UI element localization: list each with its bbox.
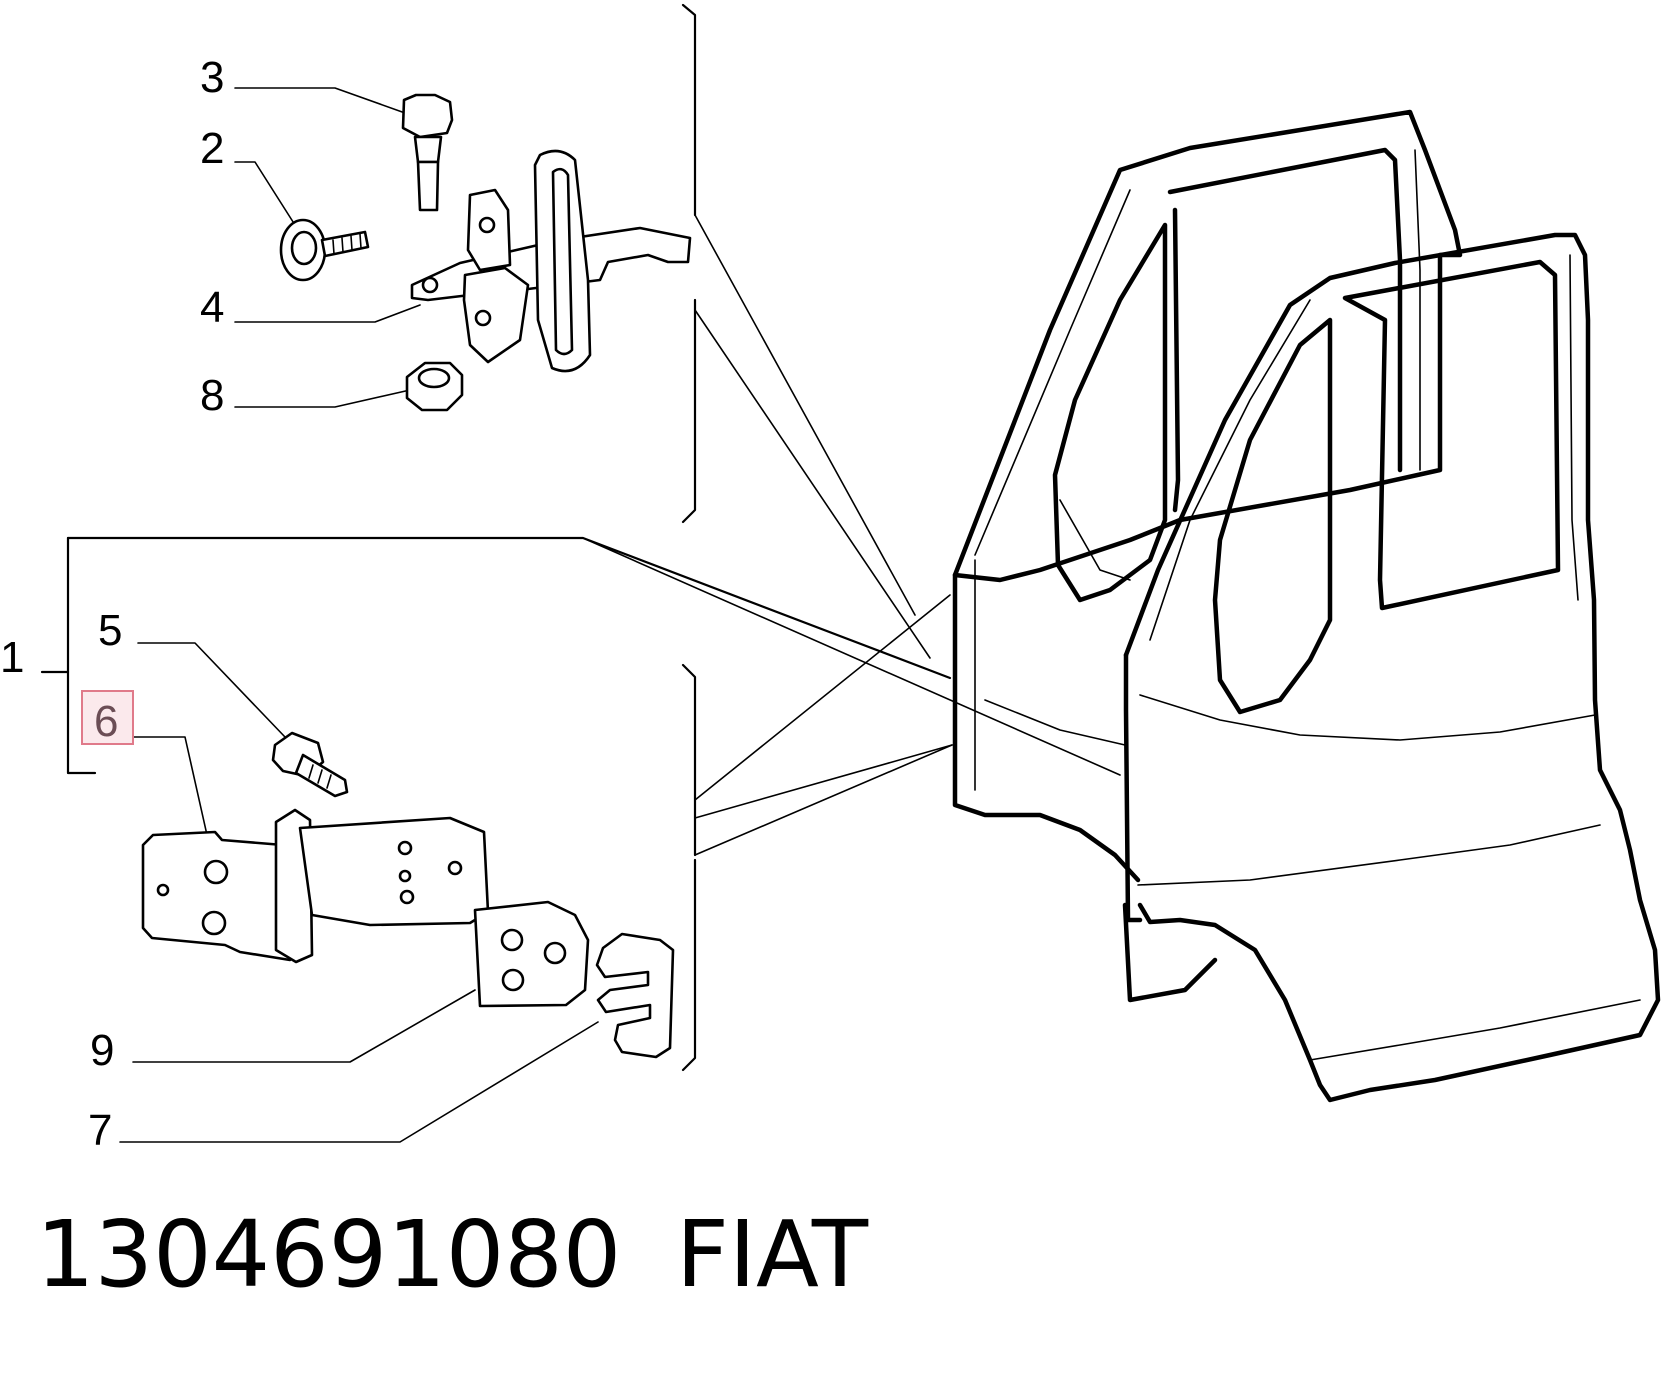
callout-labels: 1 2 3 4 5 6 7 8 9 (0, 53, 224, 1155)
part-number: 1304691080 (36, 1201, 622, 1308)
callout-6: 6 (94, 697, 118, 746)
bolt-part-3 (401, 93, 454, 212)
door-panels (952, 109, 1661, 1103)
callout-2: 2 (200, 124, 224, 173)
nut-part-8 (405, 361, 464, 412)
shim-part-7 (595, 932, 675, 1059)
callout-5: 5 (98, 606, 122, 655)
callout-6-highlight (81, 690, 134, 745)
callout-3: 3 (200, 53, 224, 102)
brand-name: FIAT (676, 1201, 869, 1308)
callout-leaders (119, 87, 599, 1143)
plate-part-9 (473, 900, 590, 1008)
callout-1: 1 (0, 633, 24, 682)
door-leader-lines (582, 214, 1121, 856)
screw-part-2 (279, 218, 370, 282)
callout-8: 8 (200, 371, 224, 420)
bracket-part-4 (410, 149, 692, 373)
callout-9: 9 (90, 1026, 114, 1075)
hinge-part-6 (141, 808, 490, 964)
callout-7: 7 (88, 1106, 112, 1155)
stud-part-5 (271, 731, 349, 798)
callout-4: 4 (200, 283, 224, 332)
